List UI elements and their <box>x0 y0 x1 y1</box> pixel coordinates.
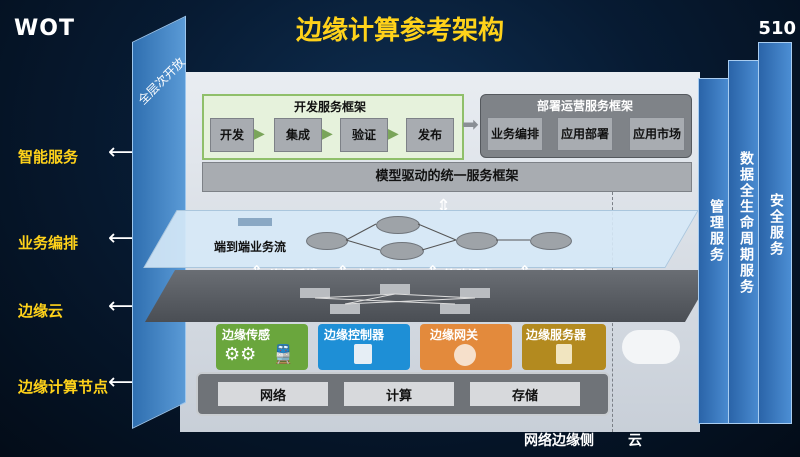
comp-edge-gateway: 边缘网关 <box>420 324 512 370</box>
right-panel-management: 管理服务 <box>698 78 732 424</box>
data-lifecycle-label: 数据全生命周期服务 <box>738 151 754 295</box>
arrow-right-icon: ➡ <box>462 112 479 136</box>
double-arrow-icon: ⟷ <box>108 294 140 319</box>
cloud-icon <box>622 330 680 364</box>
dev-framework: 开发服务框架 开发 集成 验证 发布 ▶ ▶ ▶ <box>202 94 464 160</box>
deploy-framework-title: 部署运营服务框架 <box>537 99 634 113</box>
dev-framework-title: 开发服务框架 <box>294 100 367 114</box>
router-icon <box>454 344 476 366</box>
double-arrow-icon: ⟷ <box>108 226 140 251</box>
flow-node <box>380 242 424 260</box>
flow-node <box>530 232 572 250</box>
step-integrate: 集成 <box>274 118 322 152</box>
arrow-right-icon: ▶ <box>254 126 265 142</box>
edge-cloud-network <box>300 284 490 314</box>
infrastructure-bar: 网络 计算 存储 <box>196 372 610 416</box>
corner-number: 510 <box>758 18 796 39</box>
step-verify: 验证 <box>340 118 388 152</box>
model-framework: 模型驱动的统一服务框架 <box>202 162 692 192</box>
label-edge-cloud: 边缘云 <box>18 302 64 320</box>
infra-storage: 存储 <box>470 382 580 406</box>
step-publish: 发布 <box>406 118 454 152</box>
security-label: 安全服务 <box>768 193 784 257</box>
comp-edge-controller-label: 边缘控制器 <box>324 328 385 342</box>
label-edge-node: 边缘计算节点 <box>18 378 109 396</box>
flow-node <box>306 232 348 250</box>
page-title: 边缘计算参考架构 <box>295 16 504 46</box>
label-orchestration: 业务编排 <box>18 234 79 252</box>
footer-edge-side: 网络边缘侧 <box>524 433 594 449</box>
right-panel-security: 安全服务 <box>758 42 792 424</box>
comp-edge-server-label: 边缘服务器 <box>526 328 587 342</box>
flow-node <box>456 232 498 250</box>
flow-label: 端到端业务流 <box>214 240 287 254</box>
train-icon: 🚆 <box>272 344 295 365</box>
step-orchestrate: 业务编排 <box>487 117 543 151</box>
flow-arrow-icon <box>238 218 272 226</box>
right-panel-data: 数据全生命周期服务 <box>728 60 762 424</box>
double-arrow-icon: ⟷ <box>108 370 140 395</box>
comp-edge-server: 边缘服务器 <box>522 324 606 370</box>
comp-edge-gateway-label: 边缘网关 <box>430 328 479 342</box>
double-arrow-icon: ⟷ <box>108 140 140 165</box>
comp-edge-controller: 边缘控制器 <box>318 324 410 370</box>
step-deploy: 应用部署 <box>557 117 613 151</box>
management-label: 管理服务 <box>708 199 724 263</box>
server-icon <box>556 344 572 364</box>
gear-icon: ⚙⚙ <box>224 344 257 365</box>
comp-edge-sensor: 边缘传感 ⚙⚙ 🚆 <box>216 324 308 370</box>
arrow-right-icon: ▶ <box>322 126 333 142</box>
step-develop: 开发 <box>210 118 254 152</box>
deploy-framework: 部署运营服务框架 业务编排 应用部署 应用市场 <box>480 94 692 158</box>
step-market: 应用市场 <box>629 117 685 151</box>
flow-lines <box>345 223 530 251</box>
arrow-right-icon: ▶ <box>388 126 399 142</box>
footer-cloud: 云 <box>628 433 642 449</box>
wot-logo: WOT <box>14 16 75 41</box>
server-icon <box>354 344 372 364</box>
infra-compute: 计算 <box>344 382 454 406</box>
comp-edge-sensor-label: 边缘传感 <box>222 328 271 342</box>
infra-network: 网络 <box>218 382 328 406</box>
label-smart-service: 智能服务 <box>18 148 79 166</box>
